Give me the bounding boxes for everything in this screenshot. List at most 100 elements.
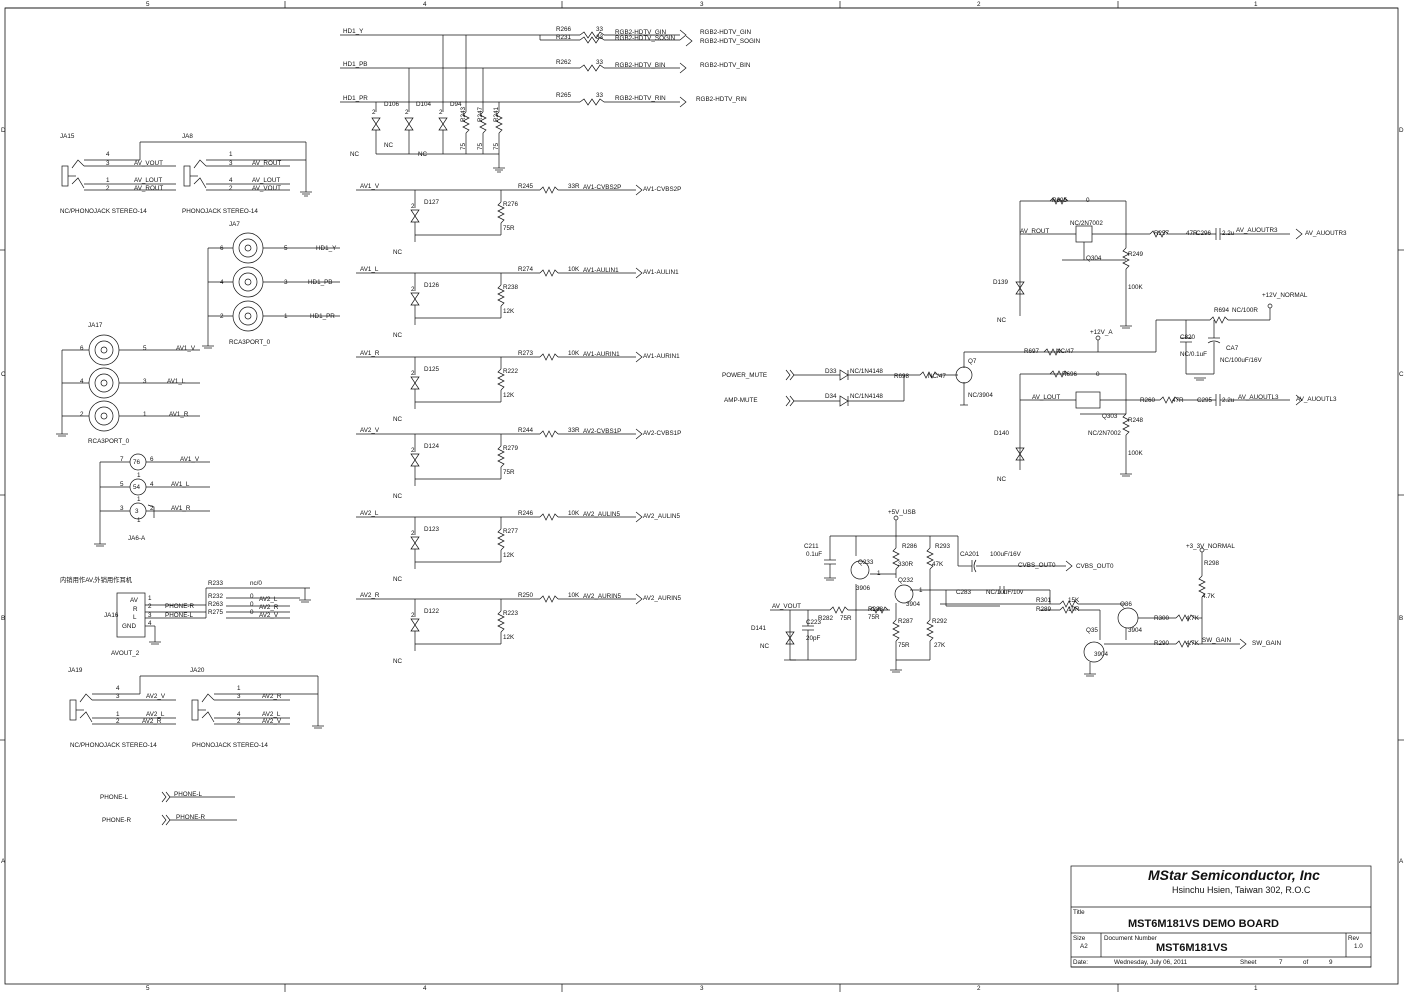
channel-term-res: R276 xyxy=(503,201,519,208)
svg-text:D106: D106 xyxy=(384,101,400,108)
channel-net-port: AV2_AULIN5 xyxy=(643,513,680,520)
channel-diode-pin: 2 xyxy=(411,530,415,537)
svg-text:4.7K: 4.7K xyxy=(1186,615,1200,622)
svg-text:7: 7 xyxy=(120,456,124,463)
channel-net-label: AV2_AULIN5 xyxy=(583,511,620,518)
svg-text:4: 4 xyxy=(106,151,110,158)
svg-text:R292: R292 xyxy=(932,618,948,625)
svg-text:HD1_PR: HD1_PR xyxy=(343,95,368,102)
svg-text:3: 3 xyxy=(120,505,124,512)
svg-text:JA6-A: JA6-A xyxy=(128,535,146,542)
channel-net-port: AV1-AULIN1 xyxy=(643,269,679,276)
svg-text:100K: 100K xyxy=(1128,284,1144,291)
svg-text:PHONE-L: PHONE-L xyxy=(100,794,128,801)
svg-text:AV_ROUT: AV_ROUT xyxy=(1020,228,1049,235)
connector-ja16: 内销用作AV,外销用作耳机 JA16 AV R L GND 1 2 3 4 PH… xyxy=(60,575,311,657)
channel-net-label: AV2_AURIN5 xyxy=(583,593,622,600)
svg-text:75R: 75R xyxy=(868,614,880,621)
svg-text:47K: 47K xyxy=(932,561,944,568)
phonojack-ja8: JA8 1 3 4 2 AV_ROUT AV_LOUT AV_VOUT PHON… xyxy=(182,133,312,215)
svg-text:4: 4 xyxy=(423,985,427,992)
channel-term-val: 12K xyxy=(503,552,515,559)
svg-text:Sheet: Sheet xyxy=(1240,959,1257,966)
channel-input-label: AV1_L xyxy=(360,266,379,273)
svg-text:AV_AUOUTR3: AV_AUOUTR3 xyxy=(1305,230,1347,237)
svg-text:AV1_R: AV1_R xyxy=(169,411,189,418)
svg-text:NC: NC xyxy=(997,317,1007,324)
audio-out-right-block: R695 0 NC/2N7002 AV_ROUT Q304 R257 47R C… xyxy=(722,197,1347,483)
svg-text:75R: 75R xyxy=(898,642,910,649)
svg-text:75: 75 xyxy=(477,142,484,150)
channel-term-val: 12K xyxy=(503,308,515,315)
svg-text:nc/0: nc/0 xyxy=(250,580,262,587)
svg-text:1: 1 xyxy=(137,496,141,503)
channel-term-res: R238 xyxy=(503,284,519,291)
svg-text:R301: R301 xyxy=(1036,597,1052,604)
svg-text:Q35: Q35 xyxy=(1086,627,1098,634)
svg-text:2: 2 xyxy=(237,718,241,725)
svg-text:54: 54 xyxy=(133,484,141,491)
svg-text:6: 6 xyxy=(150,456,154,463)
channel-series-res: R244 xyxy=(518,427,534,434)
svg-text:NC/PHONOJACK STEREO-14: NC/PHONOJACK STEREO-14 xyxy=(70,742,157,749)
svg-text:75: 75 xyxy=(493,142,500,150)
svg-text:RGB2-HDTV_GIN: RGB2-HDTV_GIN xyxy=(615,29,667,36)
svg-text:AV2_R: AV2_R xyxy=(262,693,282,700)
svg-text:PHONE-R: PHONE-R xyxy=(176,814,205,821)
svg-text:AV_AUOUTL3: AV_AUOUTL3 xyxy=(1238,394,1279,401)
svg-text:NC: NC xyxy=(350,151,360,158)
svg-text:AV2_V: AV2_V xyxy=(262,718,282,725)
svg-text:100K: 100K xyxy=(1128,450,1144,457)
svg-text:PHONOJACK STEREO-14: PHONOJACK STEREO-14 xyxy=(192,742,268,749)
svg-text:2: 2 xyxy=(150,505,154,512)
svg-text:Q232: Q232 xyxy=(898,577,914,584)
svg-text:D33: D33 xyxy=(825,368,837,375)
svg-text:100uF/16V: 100uF/16V xyxy=(990,551,1022,558)
svg-text:NC: NC xyxy=(384,142,394,149)
svg-text:2: 2 xyxy=(977,1,981,8)
svg-text:AV_VOUT: AV_VOUT xyxy=(134,160,163,167)
channel-nc-label: NC xyxy=(393,493,403,500)
svg-text:3: 3 xyxy=(148,612,152,619)
channel-series-val: 10K xyxy=(568,510,580,517)
channel-series-res: R273 xyxy=(518,350,534,357)
svg-text:C295: C295 xyxy=(1197,397,1213,404)
svg-text:5: 5 xyxy=(146,1,150,8)
svg-text:R298: R298 xyxy=(1204,560,1220,567)
svg-text:Document Number: Document Number xyxy=(1104,935,1157,942)
cvbs-amp-block: +5V_USB C211 0.1uF Q233 3906 R286 330R R… xyxy=(751,509,1114,673)
svg-text:D34: D34 xyxy=(825,393,837,400)
svg-text:NC/10uF/10v: NC/10uF/10v xyxy=(986,589,1024,596)
svg-text:0: 0 xyxy=(250,593,254,600)
svg-text:CA201: CA201 xyxy=(960,551,980,558)
svg-text:2: 2 xyxy=(439,109,443,116)
svg-text:330R: 330R xyxy=(898,561,914,568)
svg-text:AV_LOUT: AV_LOUT xyxy=(134,177,162,184)
hd-input-section: HD1_Y HD1_PB HD1_PR R266 R231 R262 R265 … xyxy=(340,26,761,173)
svg-text:AV2_R: AV2_R xyxy=(259,604,279,611)
svg-text:2.2u: 2.2u xyxy=(1222,230,1235,237)
channel-series-val: 33R xyxy=(568,427,580,434)
svg-text:3: 3 xyxy=(143,378,147,385)
channel-nc-label: NC xyxy=(393,416,403,423)
svg-text:D104: D104 xyxy=(416,101,432,108)
ja8-ref: JA8 xyxy=(182,133,193,140)
svg-text:R: R xyxy=(133,606,138,613)
channel-diode-pin: 2 xyxy=(411,203,415,210)
channel-net-port: AV1-AURIN1 xyxy=(643,353,680,360)
svg-text:1: 1 xyxy=(284,313,288,320)
svg-text:C296: C296 xyxy=(1196,230,1212,237)
svg-text:10R: 10R xyxy=(1068,606,1080,613)
svg-text:R241: R241 xyxy=(493,106,500,122)
svg-text:AV_AUOUTL3: AV_AUOUTL3 xyxy=(1296,396,1337,403)
svg-text:D: D xyxy=(1399,127,1404,134)
svg-text:NC/1N4148: NC/1N4148 xyxy=(850,368,883,375)
svg-text:B: B xyxy=(1,615,5,622)
channel-net-label: AV1-CVBS2P xyxy=(583,184,621,191)
channel-series-res: R250 xyxy=(518,592,534,599)
svg-text:NC/2N7002: NC/2N7002 xyxy=(1070,220,1103,227)
svg-text:3: 3 xyxy=(700,985,704,992)
